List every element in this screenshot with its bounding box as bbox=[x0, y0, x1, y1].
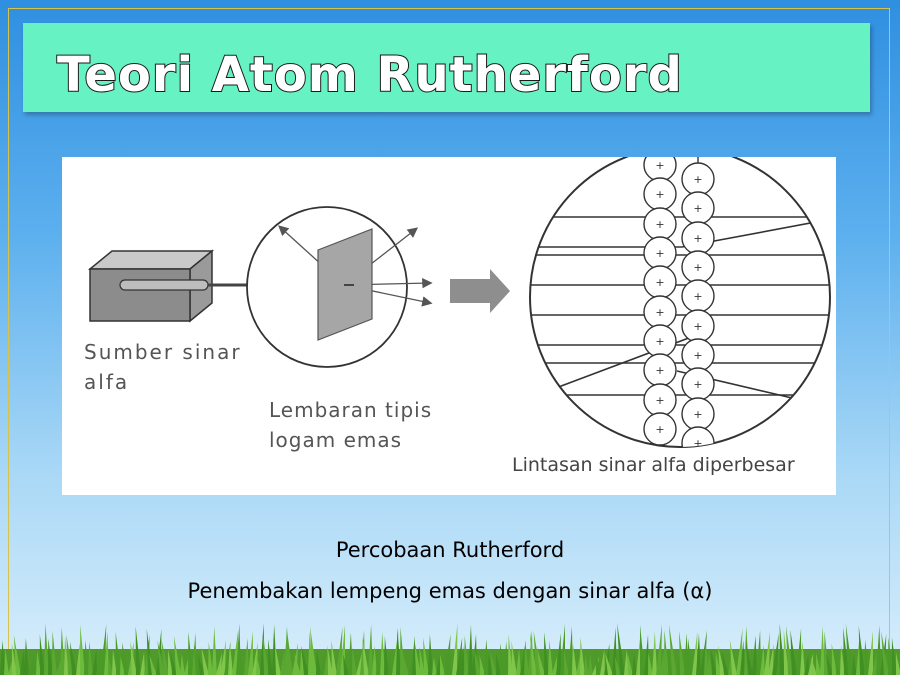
nucleus-plus: + bbox=[655, 306, 664, 319]
nucleus-plus: + bbox=[655, 394, 664, 407]
nucleus-plus: + bbox=[693, 349, 702, 362]
nucleus-plus: + bbox=[655, 247, 664, 260]
nucleus-plus: + bbox=[655, 276, 664, 289]
diagram-drawing: + + + + + + + + + + + + + + + + + + + + bbox=[87, 157, 831, 450]
nucleus-plus: + bbox=[693, 261, 702, 274]
nucleus-circle bbox=[681, 426, 715, 447]
nucleus-plus: + bbox=[655, 423, 664, 436]
nucleus-plus: + bbox=[693, 202, 702, 215]
nucleus-plus: + bbox=[655, 159, 664, 172]
nucleus-plus: + bbox=[693, 320, 702, 333]
path-label: Lintasan sinar alfa diperbesar bbox=[512, 454, 795, 476]
nucleus-plus: + bbox=[693, 173, 702, 186]
nucleus-plus: + bbox=[693, 378, 702, 391]
grass-decoration bbox=[0, 623, 900, 675]
caption-description: Penembakan lempeng emas dengan sinar alf… bbox=[187, 579, 713, 603]
nucleus-plus: + bbox=[655, 364, 664, 377]
alpha-source-box bbox=[87, 249, 215, 323]
nucleus-plus: + bbox=[655, 335, 664, 348]
nucleus-circle bbox=[643, 412, 677, 446]
magnify-arrow bbox=[450, 269, 510, 313]
magnified-view-circle bbox=[529, 157, 831, 448]
slide-title: Teori Atom Rutherford bbox=[56, 46, 683, 104]
caption-title: Percobaan Rutherford bbox=[335, 538, 565, 562]
nucleus-plus: + bbox=[693, 408, 702, 421]
nucleus-plus: + bbox=[693, 290, 702, 303]
title-bar: Teori Atom Rutherford bbox=[23, 23, 870, 112]
nucleus-plus: + bbox=[693, 437, 702, 450]
nucleus-plus: + bbox=[693, 232, 702, 245]
nucleus-plus: + bbox=[655, 218, 664, 231]
nucleus-plus: + bbox=[655, 188, 664, 201]
